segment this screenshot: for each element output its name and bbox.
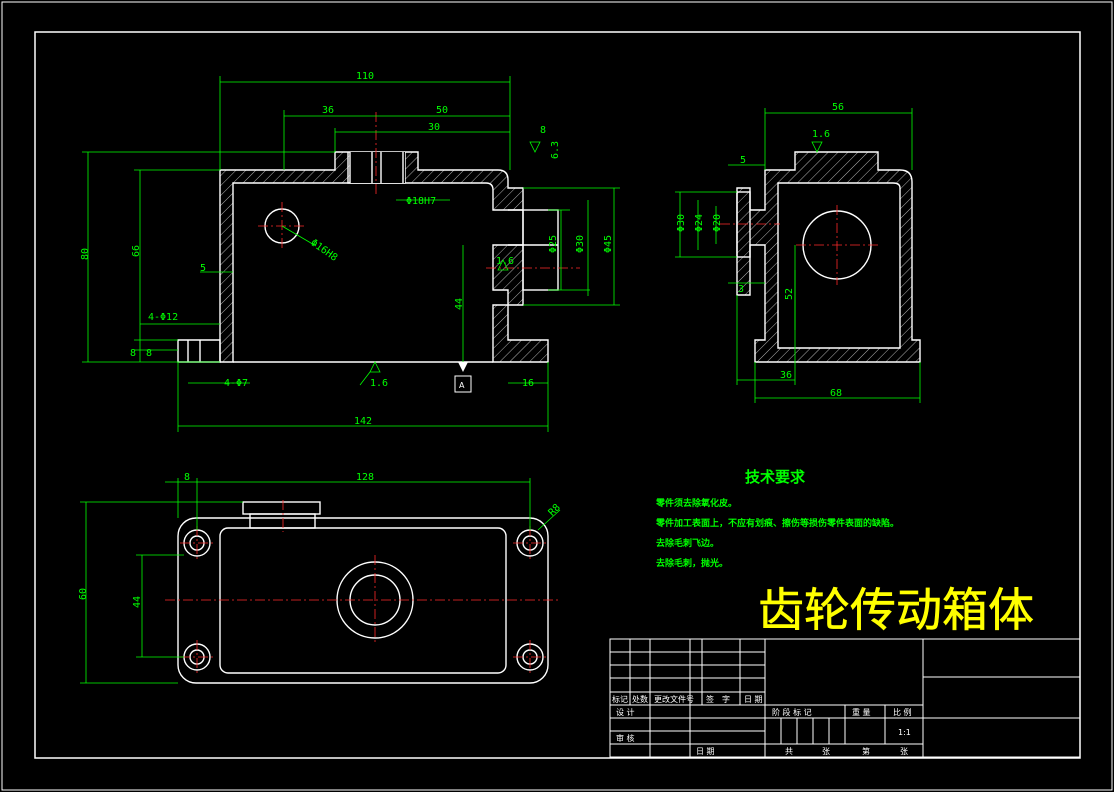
dim-110: 110 [356, 71, 374, 82]
side-dim-phi24: Φ24 [694, 214, 705, 232]
tb-date: 日 期 [696, 747, 715, 756]
side-dim-36: 36 [780, 370, 792, 381]
tech-req-item-3: 去除毛刺飞边。 [656, 537, 719, 549]
tb-weight: 重 量 [852, 707, 871, 717]
dim-80: 80 [80, 248, 91, 260]
roughness-1-6-b: 1.6 [370, 378, 388, 389]
top-dim-8: 8 [184, 472, 190, 483]
datum-a-label: A [459, 381, 465, 390]
tb-mark: 标记 [612, 694, 628, 704]
front-section-hatch [219, 151, 549, 363]
dim-phi45: Φ45 [603, 235, 614, 253]
tb-sign: 签 字 [706, 694, 730, 704]
tb-count: 处数 [632, 694, 648, 704]
top-view: 8 128 60 44 R8 [78, 472, 563, 684]
title-block-text: 标记 处数 更改文件号 签 字 日 期 设 计 审 核 日 期 阶 段 标 记 … [612, 694, 912, 756]
tb-page: 第 [862, 746, 870, 756]
roughness-6-3: 6.3 [550, 141, 561, 159]
dim-30: 30 [428, 122, 440, 133]
dim-44: 44 [454, 298, 465, 310]
side-dim-68: 68 [830, 388, 842, 399]
tb-date-col: 日 期 [744, 695, 763, 704]
tb-scale-label: 比 例 [893, 707, 912, 717]
dim-8-b: 8 [146, 348, 152, 359]
side-dim-3: 3 [738, 284, 744, 295]
tb-review: 审 核 [616, 733, 635, 743]
dim-142: 142 [354, 416, 372, 427]
dim-8-a: 8 [130, 348, 136, 359]
tb-sheets: 张 [822, 747, 830, 756]
side-dim-5: 5 [740, 155, 746, 166]
dim-66: 66 [131, 245, 142, 257]
tb-sheet2: 张 [900, 747, 908, 756]
top-dim-r8: R8 [547, 502, 563, 518]
tech-req-item-2: 零件加工表面上，不应有划痕、擦伤等损伤零件表面的缺陷。 [655, 517, 899, 529]
top-dim-60: 60 [78, 588, 89, 600]
side-dim-56: 56 [832, 102, 844, 113]
tb-design: 设 计 [616, 707, 635, 717]
side-dim-52: 52 [784, 288, 795, 300]
dim-phi18h7: Φ18H7 [406, 196, 436, 207]
dim-5: 5 [200, 263, 206, 274]
dim-phi25: Φ25 [548, 235, 559, 253]
dim-phi30: Φ30 [575, 235, 586, 253]
dim-36: 36 [322, 105, 334, 116]
dim-4-phi7: 4-Φ7 [224, 378, 248, 389]
inner-frame [34, 31, 1081, 759]
tech-req-item-4: 去除毛刺，抛光。 [656, 557, 728, 569]
side-roughness-1-6: 1.6 [812, 129, 830, 140]
roughness-1-6-a: 1.6 [496, 256, 514, 267]
tech-requirements: 技术要求 零件须去除氧化皮。 零件加工表面上，不应有划痕、擦伤等损伤零件表面的缺… [655, 468, 899, 569]
top-dim-44: 44 [132, 596, 143, 608]
side-dim-phi30: Φ30 [676, 214, 687, 232]
title-block [609, 638, 1081, 758]
tb-change-doc: 更改文件号 [654, 694, 694, 704]
tech-req-heading: 技术要求 [745, 468, 806, 486]
dim-50: 50 [436, 105, 448, 116]
drawing-title: 齿轮传动箱体 [758, 583, 1034, 637]
tb-stage: 阶 段 标 记 [772, 707, 812, 717]
dim-16: 16 [522, 378, 534, 389]
top-dim-128: 128 [356, 472, 374, 483]
side-view: 56 1.6 5 Φ30 Φ24 Φ20 3 52 36 68 [675, 102, 921, 403]
datum-a-box [454, 375, 472, 393]
dim-4-phi12: 4-Φ12 [148, 312, 178, 323]
tb-scale: 1:1 [898, 728, 911, 737]
dim-8-top: 8 [540, 125, 546, 136]
tech-req-item-1: 零件须去除氧化皮。 [655, 497, 737, 509]
side-dim-phi20: Φ20 [712, 214, 723, 232]
front-view: 110 36 50 30 8 6.3 80 66 5 4-Φ12 8 8 4-Φ… [80, 71, 620, 432]
dim-phi16h8: Φ16H8 [308, 237, 339, 263]
side-section-hatch [736, 151, 921, 363]
tb-total: 共 [785, 747, 793, 756]
